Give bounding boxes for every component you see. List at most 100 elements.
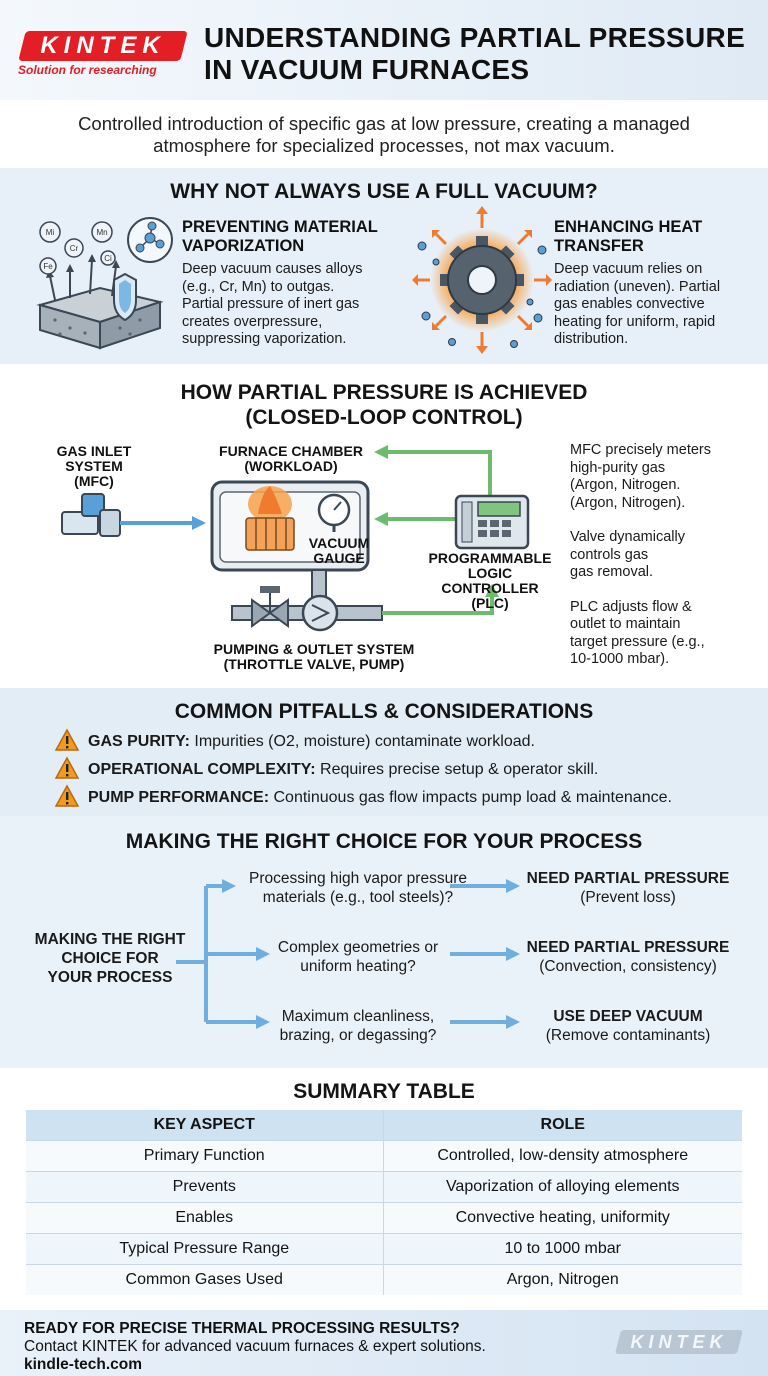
pitfall-text: Impurities (O2, moisture) contaminate wo… — [189, 733, 535, 750]
question-3: Maximum cleanliness, brazing, or degassi… — [260, 1007, 456, 1045]
choice-section — [0, 816, 768, 1068]
vaporization-heading: PREVENTING MATERIAL VAPORIZATION — [182, 218, 412, 256]
footer-logo-text: KINTEK — [630, 1332, 728, 1352]
answer-label: NEED PARTIAL PRESSURE — [526, 870, 730, 887]
choice-root-line: CHOICE FOR — [61, 950, 159, 967]
heat-transfer-heading: ENHANCING HEAT TRANSFER — [554, 218, 764, 256]
vacuum-gauge-label-2: GAUGE — [313, 550, 365, 566]
table-cell: Convective heating, uniformity — [383, 1201, 742, 1233]
note-line: PLC adjusts flow & — [570, 598, 692, 615]
answer-2: NEED PARTIAL PRESSURE (Convection, consi… — [520, 938, 736, 976]
intro-text: Controlled introduction of specific gas … — [40, 113, 728, 157]
answer-note: (Remove contaminants) — [545, 1027, 711, 1044]
warning-icon — [54, 784, 80, 807]
heat-transfer-body-line: gas enables convective — [554, 296, 705, 312]
plc-label-2: LOGIC CONTROLLER — [441, 565, 539, 596]
pitfall-complexity: OPERATIONAL COMPLEXITY: Requires precise… — [88, 760, 768, 780]
pitfall-text: Requires precise setup & operator skill. — [315, 761, 599, 778]
question-line: uniform heating? — [300, 958, 416, 975]
vaporization-body: Deep vacuum causes alloys (e.g., Cr, Mn)… — [182, 261, 402, 349]
bubble-mi: Mi — [46, 228, 55, 237]
question-2: Complex geometries or uniform heating? — [260, 938, 456, 976]
footer-contact: Contact KINTEK for advanced vacuum furna… — [24, 1338, 486, 1355]
table-cell: Prevents — [26, 1170, 384, 1202]
table-cell: Vaporization of alloying elements — [383, 1170, 742, 1202]
choice-root: MAKING THE RIGHT CHOICE FOR YOUR PROCESS — [20, 930, 200, 987]
closed-loop-diagram — [61, 445, 530, 632]
gas-inlet-label: GAS INLET SYSTEM (MFC) — [44, 444, 144, 489]
bubble-mn: Mn — [96, 228, 107, 237]
pumping-label-2: (THROTTLE VALVE, PUMP) — [223, 656, 405, 672]
warning-icon — [54, 756, 80, 779]
note-valve: Valve dynamically controls gas gas remov… — [570, 529, 766, 582]
gas-inlet-label-2: SYSTEM — [65, 458, 123, 474]
choice-root-line: YOUR PROCESS — [47, 969, 173, 986]
pitfalls-title: COMMON PITFALLS & CONSIDERATIONS — [174, 700, 594, 723]
note-line: 10-1000 mbar). — [570, 651, 670, 667]
plc-label-3: (PLC) — [471, 595, 509, 611]
pitfall-label: GAS PURITY: — [88, 733, 190, 750]
vaporization-body-line: (e.g., Cr, Mn) to outgas. — [182, 278, 335, 295]
heat-transfer-heading-2: TRANSFER — [554, 237, 644, 255]
pitfall-label: OPERATIONAL COMPLEXITY: — [88, 761, 316, 778]
answer-3: USE DEEP VACUUM (Remove contaminants) — [520, 1007, 736, 1045]
gas-inlet-label-3: (MFC) — [74, 473, 114, 489]
pumping-label: PUMPING & OUTLET SYSTEM (THROTTLE VALVE,… — [196, 642, 432, 672]
note-line: gas removal. — [570, 564, 654, 580]
note-line: target pressure (e.g., — [570, 633, 705, 650]
pumping-label-1: PUMPING & OUTLET SYSTEM — [213, 641, 415, 657]
note-line: (Argon, Nitrogen. — [570, 477, 681, 493]
warning-icons — [54, 728, 80, 807]
warning-icon — [54, 728, 80, 751]
question-line: brazing, or degassing? — [279, 1027, 437, 1044]
heat-transfer-body-line: radiation (uneven). Partial — [554, 278, 721, 295]
plc-label-1: PROGRAMMABLE — [428, 550, 552, 566]
note-line: (Argon, Nitrogen). — [570, 494, 686, 511]
decision-tree-connectors — [176, 879, 520, 1029]
answer-label: NEED PARTIAL PRESSURE — [526, 939, 730, 956]
how-notes: MFC precisely meters high-purity gas (Ar… — [570, 442, 766, 669]
table-header-row: KEY ASPECT ROLE — [26, 1110, 742, 1140]
pitfall-gas-purity: GAS PURITY: Impurities (O2, moisture) co… — [88, 732, 768, 752]
question-line: Maximum cleanliness, — [281, 1008, 435, 1025]
question-line: Complex geometries or — [277, 939, 439, 956]
title-line-2: IN VACUUM FURNACES — [204, 54, 530, 85]
pitfall-label: PUMP PERFORMANCE: — [88, 789, 270, 806]
vaporization-body-line: Deep vacuum causes alloys — [182, 261, 363, 277]
why-title: WHY NOT ALWAYS USE A FULL VACUUM? — [170, 180, 598, 203]
table-header: ROLE — [383, 1110, 742, 1140]
table-cell: Enables — [26, 1201, 384, 1233]
intro-line-2: atmosphere for specialized processes, no… — [153, 135, 615, 156]
furnace-chamber-label: FURNACE CHAMBER (WORKLOAD) — [196, 444, 386, 474]
question-line: Processing high vapor pressure — [249, 870, 467, 887]
bubble-cr: Cr — [70, 244, 79, 253]
bubble-ci: Ci — [104, 254, 112, 263]
footer-url-link[interactable]: kindle-tech.com — [24, 1356, 142, 1373]
answer-note: (Prevent loss) — [580, 889, 676, 906]
pitfall-text: Continuous gas flow impacts pump load & … — [269, 789, 672, 806]
how-title-2: (CLOSED-LOOP CONTROL) — [245, 406, 523, 429]
note-mfc: MFC precisely meters high-purity gas (Ar… — [570, 442, 766, 512]
vaporization-heading-1: PREVENTING MATERIAL — [182, 218, 378, 236]
vaporization-illustration: Mi Cr Mn Fe Ci — [36, 217, 173, 350]
heat-transfer-body: Deep vacuum relies on radiation (uneven)… — [554, 261, 766, 349]
note-line: outlet to maintain — [570, 616, 681, 632]
vaporization-body-line: Partial pressure of inert gas — [182, 296, 360, 312]
title-line-1: UNDERSTANDING PARTIAL PRESSURE — [204, 22, 746, 53]
pitfall-pump: PUMP PERFORMANCE: Continuous gas flow im… — [88, 788, 768, 808]
choice-title: MAKING THE RIGHT CHOICE FOR YOUR PROCESS — [125, 830, 643, 853]
summary-title: SUMMARY TABLE — [293, 1080, 475, 1103]
answer-label: USE DEEP VACUUM — [553, 1008, 703, 1025]
intro-panel — [0, 100, 768, 168]
table-header: KEY ASPECT — [26, 1110, 384, 1140]
heat-transfer-heading-1: ENHANCING HEAT — [554, 218, 703, 236]
note-plc: PLC adjusts flow & outlet to maintain ta… — [570, 599, 766, 669]
answer-note: (Convection, consistency) — [539, 958, 717, 975]
heat-transfer-illustration — [412, 206, 552, 354]
intro-line-1: Controlled introduction of specific gas … — [78, 113, 690, 134]
question-line: materials (e.g., tool steels)? — [262, 889, 454, 906]
table-cell: 10 to 1000 mbar — [383, 1232, 742, 1264]
how-title: HOW PARTIAL PRESSURE IS ACHIEVED (CLOSED… — [0, 380, 768, 430]
